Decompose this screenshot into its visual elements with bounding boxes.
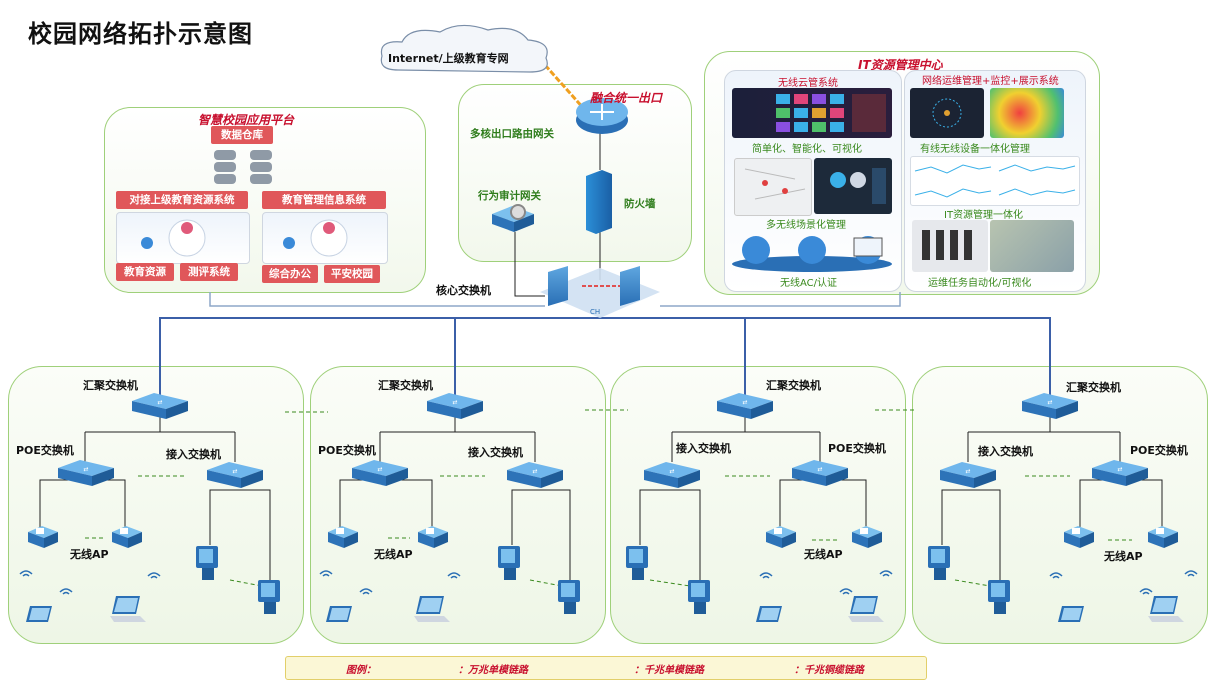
eval-system-box: 测评系统 — [180, 263, 238, 281]
firewall-label: 防火墙 — [624, 198, 656, 210]
zone1-access-label: 接入交换机 — [166, 448, 221, 461]
core-switch-label: 核心交换机 — [436, 284, 491, 297]
core-switch-icon: CH — [540, 266, 660, 318]
office-box: 综合办公 — [262, 265, 318, 283]
firewall-icon — [586, 170, 612, 234]
zone2-ap-label: 无线AP — [374, 548, 413, 561]
legend: 图例： ：万兆单模链路 ：千兆单模链路 ：千兆铜缆链路 — [285, 656, 927, 680]
legend-gig-copper: ：千兆铜缆链路 — [794, 665, 864, 676]
exit-title: 融合统一出口 — [590, 91, 663, 105]
audit-gateway-icon — [492, 204, 534, 232]
zone2-agg-label: 汇聚交换机 — [378, 379, 433, 392]
heatmap-screenshot — [990, 88, 1064, 138]
edu-resource-system-box: 对接上级教育资源系统 — [116, 191, 248, 209]
wireless-cloud-screenshot — [732, 88, 892, 138]
zone1-agg-label: 汇聚交换机 — [83, 379, 138, 392]
platform-title: 智慧校园应用平台 — [198, 113, 295, 127]
edu-resource-box: 教育资源 — [116, 263, 174, 281]
it-charts-screenshot — [910, 156, 1080, 206]
multi-scene-label: 多无线场景化管理 — [766, 220, 846, 231]
zone4-access-label: 接入交换机 — [978, 445, 1033, 458]
zone3-ap-label: 无线AP — [804, 548, 843, 561]
simplify-label: 简单化、智能化、可视化 — [752, 144, 862, 155]
unified-exit-panel — [458, 84, 692, 262]
resource-diagram-card — [116, 212, 250, 264]
unified-label: 有线无线设备一体化管理 — [920, 144, 1030, 155]
dashboard-screenshot — [814, 158, 892, 214]
datawarehouse-box: 数据仓库 — [211, 126, 273, 144]
audit-label: 行为审计网关 — [478, 190, 541, 202]
ac-auth-label: 无线AC/认证 — [780, 278, 838, 289]
it-center-title: IT资源管理中心 — [858, 58, 943, 72]
router-label: 多核出口路由网关 — [470, 128, 554, 140]
zone4-agg-label: 汇聚交换机 — [1066, 381, 1121, 394]
svg-text:CH: CH — [590, 308, 600, 316]
safe-campus-box: 平安校园 — [324, 265, 380, 283]
edu-mgmt-system-box: 教育管理信息系统 — [262, 191, 386, 209]
legend-ten-g: ：万兆单模链路 — [458, 665, 528, 676]
zone3-agg-label: 汇聚交换机 — [766, 379, 821, 392]
zone4-ap-label: 无线AP — [1104, 550, 1143, 563]
ac-auth-graphic — [730, 230, 894, 274]
page-title: 校园网络拓扑示意图 — [28, 20, 253, 48]
ops-system-label: 网络运维管理+监控+展示系统 — [922, 76, 1059, 87]
router-icon — [576, 98, 628, 134]
mgmt-diagram-card — [262, 212, 388, 264]
server-room-graphic — [912, 220, 988, 272]
legend-label: 图例： — [346, 665, 376, 676]
zone2-access-label: 接入交换机 — [468, 446, 523, 459]
zone3-poe-label: POE交换机 — [828, 442, 886, 455]
campus-3d-graphic — [990, 220, 1074, 272]
wireless-cloud-label: 无线云管系统 — [778, 78, 838, 89]
zone1-ap-label: 无线AP — [70, 548, 109, 561]
legend-gig-single: ：千兆单模链路 — [634, 665, 704, 676]
map-screenshot — [734, 158, 812, 216]
ops-auto-label: 运维任务自动化/可视化 — [928, 278, 1032, 289]
it-unified-label: IT资源管理一体化 — [944, 210, 1024, 221]
zone2-poe-label: POE交换机 — [318, 444, 376, 457]
zone1-poe-label: POE交换机 — [16, 444, 74, 457]
zone3-access-label: 接入交换机 — [676, 442, 731, 455]
ops-monitor-screenshot — [910, 88, 984, 138]
internet-label: Internet/上级教育专网 — [388, 52, 509, 65]
zone4-poe-label: POE交换机 — [1130, 444, 1188, 457]
